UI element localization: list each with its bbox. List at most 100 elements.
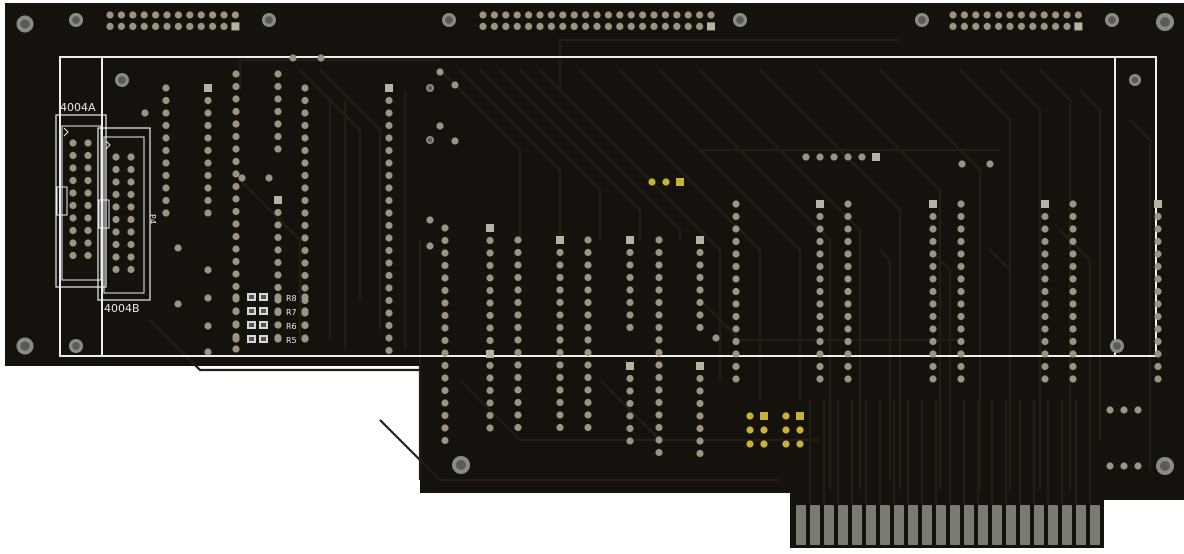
round-pad (584, 286, 592, 294)
round-pad (513, 11, 521, 19)
round-pad (69, 201, 77, 210)
round-pad (441, 299, 449, 307)
round-pad (696, 374, 704, 383)
round-pad (220, 11, 228, 19)
trace-8 (579, 69, 762, 400)
round-pad (84, 214, 92, 222)
round-pad (274, 70, 282, 78)
round-pad (385, 221, 393, 230)
trace-1 (319, 69, 382, 330)
round-pad (929, 362, 937, 371)
round-pad (385, 96, 393, 105)
round-pad (486, 236, 494, 245)
mounting-hole-core (427, 85, 433, 91)
round-pad (1041, 212, 1049, 221)
round-pad (1154, 337, 1162, 346)
round-pad (274, 107, 282, 116)
round-pad (655, 448, 663, 457)
round-pad (929, 225, 937, 233)
round-pad (696, 286, 704, 294)
round-pad (655, 286, 663, 294)
round-pad (301, 84, 309, 92)
round-pad (385, 334, 393, 342)
round-pad (732, 262, 740, 271)
round-pad (301, 146, 309, 155)
round-pad (1063, 22, 1071, 30)
round-pad (582, 11, 590, 19)
round-pad (301, 184, 309, 192)
contact-finger (894, 505, 904, 545)
mounting-hole-core (72, 342, 80, 350)
contact-finger (810, 505, 820, 545)
round-pad (486, 386, 494, 395)
round-pad (129, 22, 137, 30)
label-r6: R6 (286, 322, 297, 331)
round-pad (274, 307, 282, 315)
gold-pad (760, 426, 768, 434)
round-pad (232, 95, 240, 103)
round-pad (732, 300, 740, 308)
round-pad (929, 250, 937, 258)
connector-a-pin1-mark (63, 127, 69, 137)
round-pad (616, 11, 624, 19)
connector-a-key (56, 186, 68, 216)
round-pad (986, 160, 994, 168)
trace-10 (659, 69, 832, 490)
round-pad (1069, 300, 1077, 308)
round-pad (639, 11, 647, 19)
round-pad (385, 159, 393, 167)
round-pad (385, 346, 393, 355)
mounting-hole-core (445, 16, 453, 24)
round-pad (1041, 287, 1049, 296)
round-pad (385, 121, 393, 130)
round-pad (696, 449, 704, 458)
connector-a-outline (55, 114, 107, 288)
round-pad (816, 287, 824, 296)
round-pad (317, 54, 325, 62)
round-pad (650, 11, 658, 19)
round-pad (556, 273, 564, 282)
trace-5 (499, 69, 642, 240)
trace-4 (479, 69, 602, 240)
round-pad (127, 265, 135, 274)
round-pad (556, 323, 564, 332)
trace-16 (999, 69, 1042, 490)
round-pad (502, 11, 510, 19)
round-pad (129, 11, 137, 19)
round-pad (232, 82, 240, 91)
round-pad (1041, 325, 1049, 333)
square-pad (1074, 22, 1083, 31)
round-pad (209, 11, 217, 19)
round-pad (655, 323, 663, 332)
round-pad (661, 11, 670, 19)
round-pad (844, 153, 852, 161)
contact-finger (922, 505, 932, 545)
round-pad (514, 236, 522, 244)
round-pad (655, 348, 663, 357)
round-pad (301, 171, 309, 180)
round-pad (289, 54, 297, 62)
mounting-hole-core (1160, 17, 1170, 27)
round-pad (301, 335, 309, 343)
round-pad (514, 398, 522, 407)
round-pad (436, 122, 444, 130)
round-pad (1069, 262, 1077, 271)
round-pad (204, 121, 212, 130)
round-pad (274, 321, 282, 329)
trace-12 (759, 69, 902, 490)
round-pad (844, 312, 852, 321)
round-pad (441, 424, 449, 432)
gold-pad (796, 440, 804, 448)
round-pad (232, 145, 240, 153)
round-pad (732, 225, 740, 233)
round-pad (84, 164, 92, 172)
round-pad (627, 22, 635, 30)
round-pad (441, 386, 449, 395)
round-pad (556, 423, 564, 432)
round-pad (441, 336, 449, 345)
round-pad (1154, 275, 1162, 283)
round-pad (514, 373, 522, 382)
round-pad (127, 215, 135, 224)
round-pad (1069, 337, 1077, 346)
